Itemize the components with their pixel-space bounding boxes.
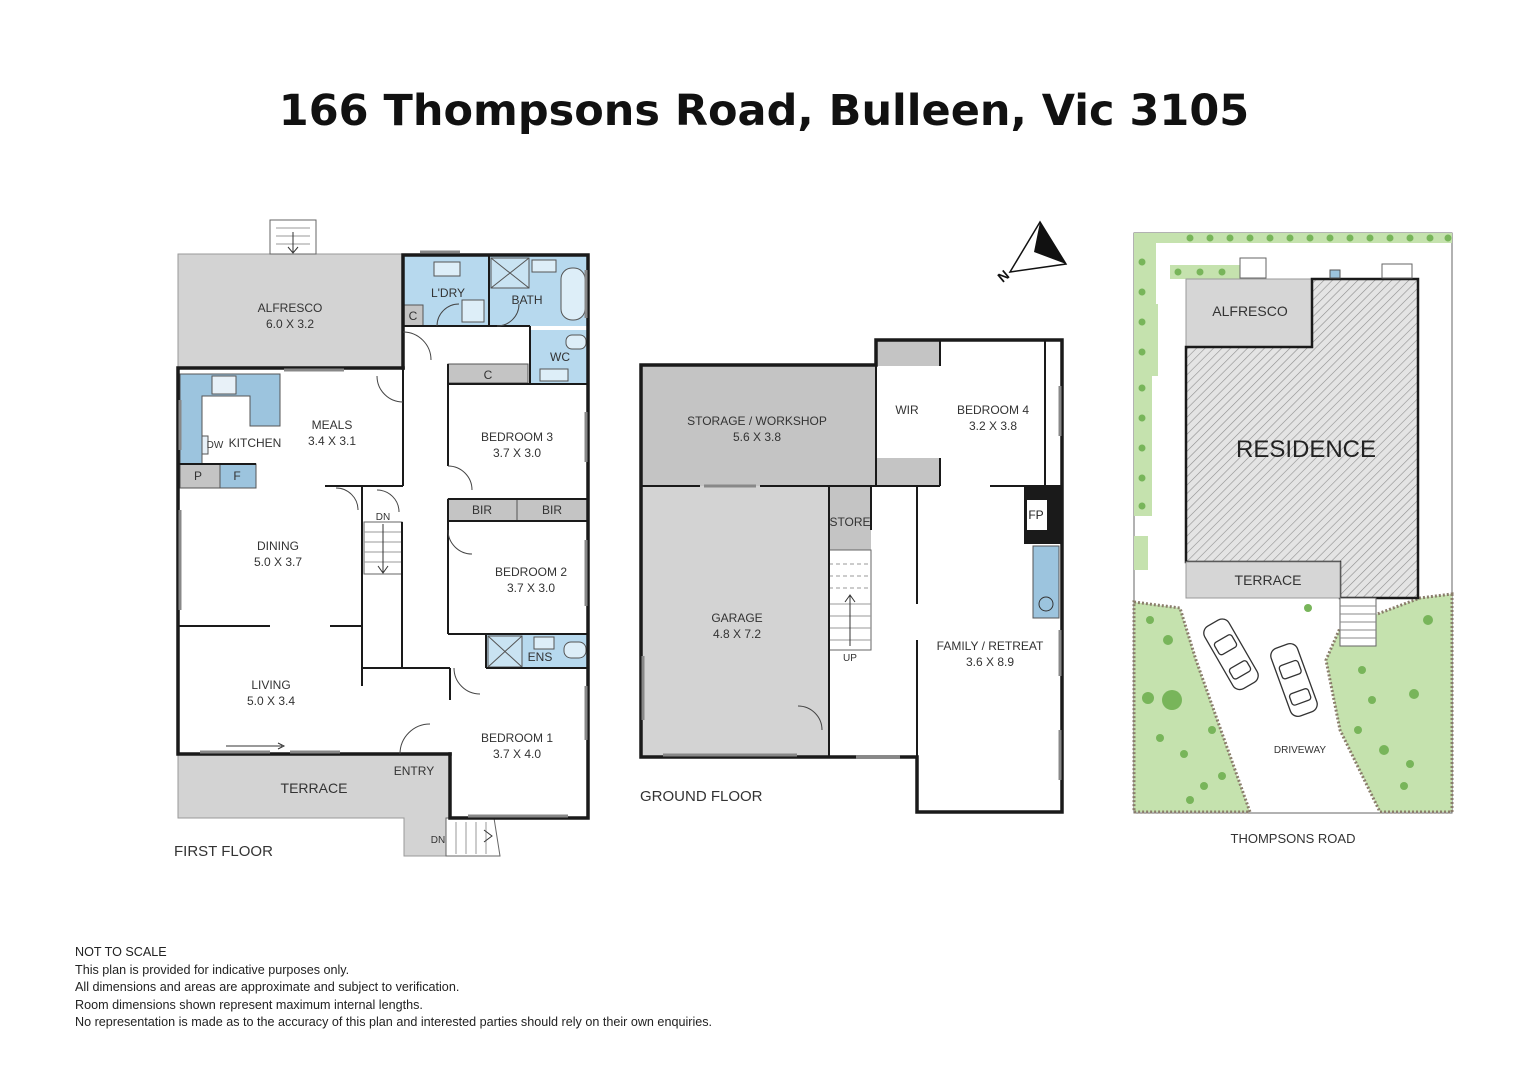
residence-label: RESIDENCE (1236, 436, 1376, 463)
entry-stair (445, 817, 501, 857)
disclaimer-line: No representation is made as to the accu… (75, 1015, 713, 1030)
dishwasher (201, 435, 209, 455)
linen-cupboard-label: C (409, 309, 418, 323)
site-plan: ALFRESCO RESIDENCE TERRACE DRIVEWAY THOM… (1132, 232, 1454, 846)
fridge-space (219, 463, 257, 489)
garden-nook (1134, 536, 1148, 570)
garage-dims: 4.8 X 7.2 (713, 627, 761, 641)
dining-label: DINING (257, 539, 299, 553)
fp-box (1027, 500, 1047, 530)
street-label: THOMPSONS ROAD (1231, 831, 1356, 846)
bedroom1-label: BEDROOM 1 (481, 731, 553, 745)
storage-dims: 5.6 X 3.8 (733, 430, 781, 444)
first-floor-label: FIRST FLOOR (174, 843, 273, 860)
kitchen-label: KITCHEN (229, 436, 282, 450)
bir-2-label: BIR (542, 503, 562, 517)
dining-dims: 5.0 X 3.7 (254, 555, 302, 569)
page-title: 166 Thompsons Road, Bulleen, Vic 3105 (278, 86, 1250, 136)
bath-tub (560, 267, 586, 321)
laundry-label: L'DRY (431, 286, 465, 300)
cooktop (211, 375, 237, 395)
fp-label: FP (1028, 508, 1043, 522)
disclaimer-line: Room dimensions shown represent maximum … (75, 997, 423, 1012)
driveway-label: DRIVEWAY (1274, 745, 1327, 756)
entry-label: ENTRY (394, 764, 434, 778)
fridge-label: F (233, 469, 240, 483)
internal-stair (363, 521, 403, 575)
garage-label: GARAGE (711, 611, 762, 625)
stair-dn-label: DN (376, 512, 390, 523)
entry-stair-dn-label: DN (431, 835, 445, 846)
alfresco-label: ALFRESCO (258, 301, 323, 315)
disclaimer-line: This plan is provided for indicative pur… (75, 962, 350, 977)
family-dims: 3.6 X 8.9 (966, 655, 1014, 669)
front-left-lawn (1132, 600, 1253, 814)
site-alfresco (1185, 278, 1313, 348)
compass-n-label: N (994, 267, 1012, 286)
site-alfresco-label: ALFRESCO (1212, 303, 1288, 319)
bedroom3-label: BEDROOM 3 (481, 430, 553, 444)
meals-label: MEALS (312, 418, 353, 432)
top-garden (1170, 265, 1240, 279)
bedroom2-label: BEDROOM 2 (495, 565, 567, 579)
hearth-bench (1032, 545, 1060, 619)
bir-1-label: BIR (472, 503, 492, 517)
wir-top (876, 340, 940, 366)
living-dims: 5.0 X 3.4 (247, 694, 295, 708)
alfresco-dims: 6.0 X 3.2 (266, 317, 314, 331)
ground-floor-plan: STORAGE / WORKSHOP 5.6 X 3.8 WIR BEDROOM… (639, 338, 1064, 814)
west-garden (1134, 304, 1158, 376)
alfresco-area (177, 253, 403, 369)
left-lawn-strip (1134, 233, 1452, 304)
site-terrace (1185, 561, 1341, 599)
ensuite-label: ENS (528, 650, 553, 664)
store-area (829, 486, 871, 550)
bath-label: BATH (511, 293, 542, 307)
front-shrubs (1142, 604, 1433, 804)
car-2-icon (1270, 642, 1318, 718)
garage-area (641, 486, 829, 757)
ground-floor-label: GROUND FLOOR (640, 788, 763, 805)
wir-label: WIR (895, 403, 919, 417)
alfresco-stair (269, 219, 317, 255)
ground-stair (828, 549, 872, 651)
bedroom4-dims: 3.2 X 3.8 (969, 419, 1017, 433)
disclaimer-line: NOT TO SCALE (75, 945, 167, 959)
hall-cupboard-label: C (484, 368, 493, 382)
storage-label: STORAGE / WORKSHOP (687, 414, 827, 428)
bedroom1-dims: 3.7 X 4.0 (493, 747, 541, 761)
bedroom2-dims: 3.7 X 3.0 (507, 581, 555, 595)
bedroom3-dims: 3.7 X 3.0 (493, 446, 541, 460)
disclaimer: NOT TO SCALE This plan is provided for i… (75, 944, 712, 1032)
stair-up-label: UP (843, 653, 857, 664)
bedroom4-label: BEDROOM 4 (957, 403, 1029, 417)
site-terrace-label: TERRACE (1235, 572, 1302, 588)
front-right-lawn (1324, 592, 1454, 814)
terrace-label: TERRACE (281, 780, 348, 796)
hedge-row (1138, 234, 1452, 510)
wc-label: WC (550, 350, 570, 364)
disclaimer-line: All dimensions and areas are approximate… (75, 980, 460, 995)
pantry-label: P (194, 469, 202, 483)
living-label: LIVING (251, 678, 290, 692)
wir-bottom (876, 458, 940, 486)
north-compass-icon: N (994, 220, 1068, 286)
car-1-icon (1203, 618, 1259, 691)
meals-dims: 3.4 X 3.1 (308, 434, 356, 448)
store-label: STORE (829, 515, 870, 529)
dishwasher-label: DW (207, 440, 224, 451)
family-label: FAMILY / RETREAT (937, 639, 1044, 653)
storage-workshop-area (641, 365, 876, 486)
first-floor-plan: ALFRESCO 6.0 X 3.2 L'DRY BATH WC C C KIT… (174, 219, 590, 860)
